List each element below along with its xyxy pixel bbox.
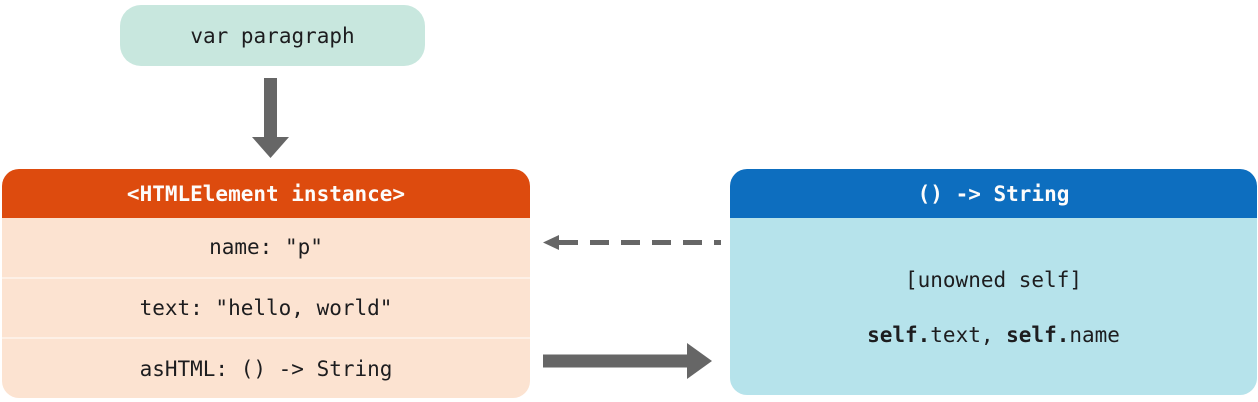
closure-expression-segment: name: [1069, 323, 1120, 347]
instance-property-text: text: "hello, world": [2, 276, 530, 338]
closure-expression-segment: self.: [1006, 323, 1070, 347]
closure-box-title: () -> String: [730, 169, 1257, 218]
closure-box: () -> String [unowned self] self.text, s…: [730, 169, 1257, 395]
htmlelement-instance-box: <HTMLElement instance> name: "p" text: "…: [2, 169, 530, 398]
strong-reference-arrow-icon: [543, 343, 712, 379]
variable-pill: var paragraph: [120, 5, 425, 66]
instance-box-title: <HTMLElement instance>: [2, 169, 530, 218]
instance-property-ashtml: asHTML: () -> String: [2, 337, 530, 398]
closure-box-body: [unowned self] self.text, self.name: [730, 218, 1257, 395]
capture-list: [unowned self]: [904, 268, 1082, 292]
unowned-reference-dashed-arrow-icon: [543, 235, 721, 250]
instance-property-name: name: "p": [2, 218, 530, 277]
closure-expression-segment: self.: [867, 323, 931, 347]
var-to-instance-arrow-icon: [252, 78, 289, 158]
closure-expression-segment: text,: [930, 323, 1007, 347]
variable-label: var paragraph: [190, 23, 355, 48]
closure-body-expression: self.text, self.name: [867, 323, 1120, 347]
